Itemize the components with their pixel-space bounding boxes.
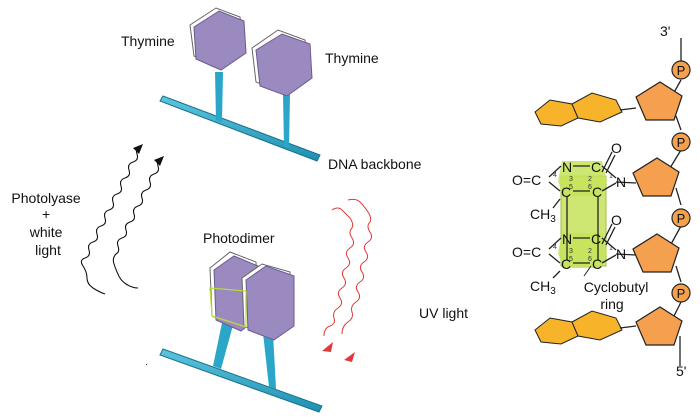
stalk-left-bottom <box>213 318 235 369</box>
sugar-4 <box>635 306 683 346</box>
photodimer-group <box>159 251 323 413</box>
dimer-cyclobutane-frame <box>209 287 247 328</box>
white-light-arrowhead-1 <box>133 144 143 154</box>
upper-n-right: N <box>616 174 626 190</box>
upper-thymine-bonds <box>548 151 637 209</box>
base-bottom-link <box>619 325 637 329</box>
upper-ch3-sub: 3 <box>550 214 556 225</box>
stray-dot: · <box>145 359 148 370</box>
upper-num-2: 2 <box>588 176 592 183</box>
lower-ch3-sub: 3 <box>550 286 556 297</box>
thymine-left-label: Thymine <box>121 33 175 49</box>
white-light-arrows <box>80 144 164 295</box>
white-light-arrowhead-2 <box>154 156 164 166</box>
strand-end-5prime: 5' <box>676 363 686 379</box>
phosphate-label-1: P <box>677 63 686 78</box>
photolyase-line-2: + <box>42 206 50 222</box>
lower-oc: O=C <box>512 244 541 260</box>
lower-n-right: N <box>616 246 626 262</box>
stalk-right-top <box>283 95 290 148</box>
phosphate-1 <box>671 60 691 80</box>
cyclobutyl-line-2: ring <box>600 296 623 312</box>
thymine-right <box>255 33 313 97</box>
photodimer-label: Photodimer <box>203 230 275 246</box>
upper-num-6: 6 <box>588 184 592 191</box>
upper-num-1: 1 <box>609 173 613 180</box>
lower-c-right: C <box>592 256 602 272</box>
phosphate-label-2: P <box>677 135 686 150</box>
lower-num-1: 1 <box>609 245 613 252</box>
upper-ring-highlight <box>558 161 607 196</box>
lower-thymine-bonds <box>548 223 637 279</box>
white-light-wave-2 <box>112 157 163 289</box>
uv-arrowhead-2 <box>344 352 355 362</box>
lower-num-4: 4 <box>553 244 557 251</box>
uv-wave-2 <box>341 198 373 335</box>
thymine-left <box>193 10 247 71</box>
lower-num-2: 2 <box>588 248 592 255</box>
cyclobutyl-label: Cyclobutyl ring <box>584 279 652 312</box>
sugar-1 <box>635 81 683 121</box>
dna-backbone-bottom <box>159 348 323 413</box>
cyclobutyl-bonds <box>566 197 599 260</box>
base-top <box>534 92 637 127</box>
dimer-right <box>245 265 295 341</box>
strand-end-3prime: 3' <box>660 23 670 39</box>
upper-c-top: C <box>591 159 601 175</box>
lower-c-left: C <box>561 256 571 272</box>
photolyase-line-4: light <box>35 242 61 258</box>
lower-ring-highlight <box>558 233 607 268</box>
phosphate-label-4: P <box>677 286 686 301</box>
stalk-right-bottom <box>263 333 276 389</box>
base-top-ring-right <box>571 92 623 123</box>
photolyase-line-1: Photolyase <box>11 190 80 206</box>
upper-ch3: CH3 <box>530 206 556 225</box>
upper-num-3: 3 <box>569 176 573 183</box>
photolyase-label: Photolyase + white light <box>11 190 84 258</box>
uv-arrowhead-1 <box>322 342 333 352</box>
uv-light-arrows <box>322 198 373 362</box>
normal-dna-group <box>159 7 321 162</box>
upper-num-5: 5 <box>569 184 573 191</box>
cyclobutyl-line-1: Cyclobutyl <box>584 279 649 295</box>
upper-num-4: 4 <box>553 172 557 179</box>
phosphate-3 <box>671 208 691 228</box>
base-bottom <box>534 310 637 345</box>
cyclobutyl-pointer <box>583 265 592 277</box>
phosphate-4 <box>671 283 691 303</box>
upper-n-top: N <box>562 159 572 175</box>
photolyase-line-3: white <box>29 224 63 240</box>
uv-wave-1 <box>323 207 355 337</box>
uv-light-label: UV light <box>419 305 468 321</box>
upper-oc: O=C <box>512 172 541 188</box>
lower-num-6: 6 <box>588 256 592 263</box>
dna-backbone-label: DNA backbone <box>328 156 422 172</box>
thymine-right-label: Thymine <box>325 50 379 66</box>
upper-o-top: O <box>611 140 622 156</box>
stalk-left-top <box>215 72 223 122</box>
base-bottom-ring-right <box>571 310 623 341</box>
lower-ch3: CH3 <box>530 278 556 297</box>
phosphate-label-3: P <box>677 211 686 226</box>
dna-strand-structure: P P P P 3' 5' <box>512 23 691 379</box>
upper-c-right: C <box>592 184 602 200</box>
lower-c-top: C <box>591 231 601 247</box>
lower-num-5: 5 <box>569 256 573 263</box>
lower-ch: CH <box>530 278 550 294</box>
lower-n-top: N <box>562 231 572 247</box>
sugar-3 <box>632 233 680 273</box>
white-light-wave-1 <box>80 145 142 295</box>
dna-backbone-top <box>159 95 321 162</box>
upper-c-left: C <box>561 184 571 200</box>
sugar-2 <box>632 157 680 197</box>
upper-ch: CH <box>530 206 550 222</box>
strand-backbone-line <box>669 38 682 366</box>
lower-num-3: 3 <box>569 248 573 255</box>
phosphate-2 <box>671 132 691 152</box>
base-top-link <box>619 107 637 111</box>
lower-o-top: O <box>611 212 622 228</box>
